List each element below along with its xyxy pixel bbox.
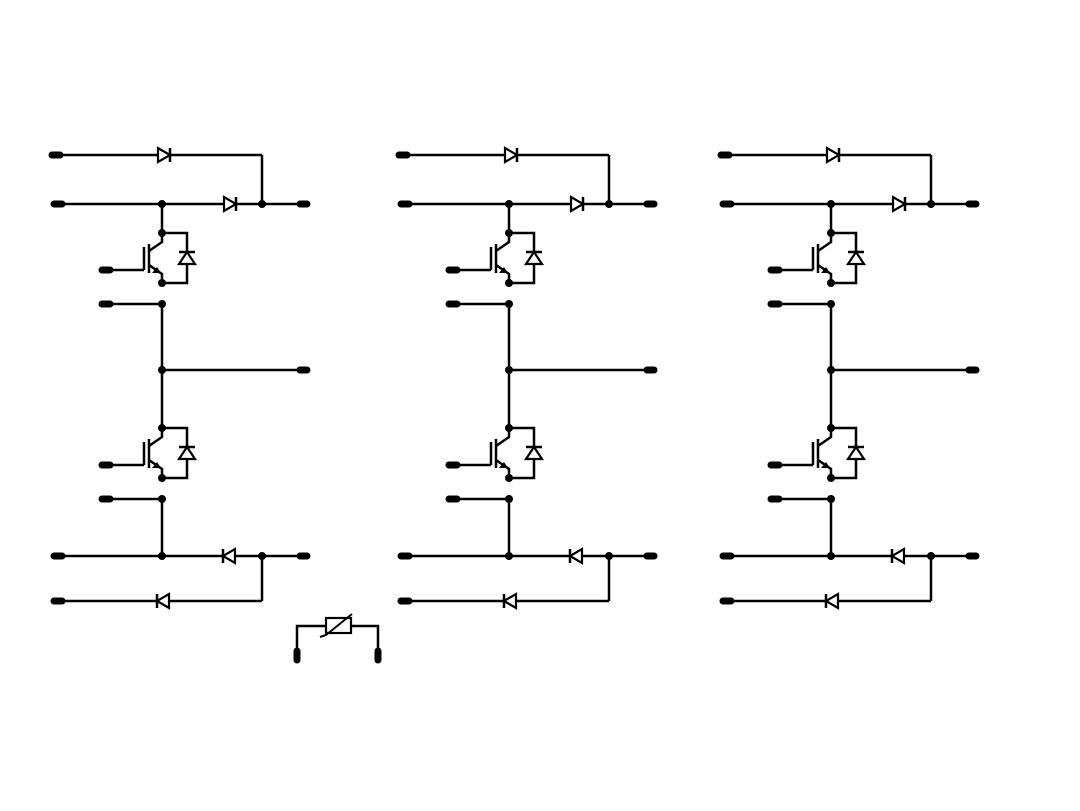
junction-dot: [505, 552, 513, 560]
collector-junction-dot: [158, 229, 166, 237]
collector-junction-dot: [827, 424, 835, 432]
igbt-emitter-arrow: [152, 462, 161, 468]
collector-junction-dot: [827, 229, 835, 237]
diode-triangle: [523, 445, 545, 461]
igbt-emitter-arrow: [821, 462, 830, 468]
diode-triangle: [825, 146, 842, 164]
diode-triangle: [176, 250, 198, 266]
igbt-emitter-arrow: [499, 462, 508, 468]
emitter-junction-dot: [505, 279, 513, 287]
upper-clamp-diode-2: [569, 195, 586, 213]
upper-clamp-diode-2: [891, 195, 908, 213]
emitter-junction-dot: [827, 474, 835, 482]
lower-igbt-with-diode: [445, 424, 545, 503]
diode-triangle: [889, 547, 906, 565]
upper-clamp-diode-1: [503, 146, 520, 164]
diode-triangle: [567, 547, 584, 565]
collector-junction-dot: [158, 424, 166, 432]
junction-dot: [158, 552, 166, 560]
lower-clamp-diode-2: [823, 592, 840, 610]
collector-junction-dot: [505, 424, 513, 432]
thermistor-lead-right: [351, 624, 380, 655]
diode-triangle: [222, 195, 239, 213]
diode-triangle: [220, 547, 237, 565]
thermistor-lead-left: [295, 624, 326, 655]
lower-igbt-with-diode: [98, 424, 198, 503]
lower-igbt-with-diode: [767, 424, 867, 503]
thermistor-slash: [319, 613, 353, 638]
phase-module-1: [48, 146, 311, 610]
antiparallel-diode-symbol: [523, 250, 545, 266]
junction-dot: [258, 200, 266, 208]
igbt-emitter-arrow: [821, 267, 830, 273]
upper-igbt-with-diode: [767, 229, 867, 308]
emitter-junction-dot: [158, 474, 166, 482]
upper-clamp-diode-2: [222, 195, 239, 213]
diode-triangle: [823, 592, 840, 610]
lower-clamp-diode-1: [220, 547, 237, 565]
diode-triangle: [156, 146, 173, 164]
diode-triangle: [501, 592, 518, 610]
diode-triangle: [523, 250, 545, 266]
diode-triangle: [569, 195, 586, 213]
phase-module-3: [717, 146, 980, 610]
igbt-emitter-arrow: [152, 267, 161, 273]
junction-dot: [605, 200, 613, 208]
phase-modules: [48, 146, 980, 610]
upper-clamp-diode-1: [825, 146, 842, 164]
ntc-thermistor: [293, 613, 382, 664]
antiparallel-diode-symbol: [523, 445, 545, 461]
lower-clamp-diode-1: [889, 547, 906, 565]
upper-igbt-with-diode: [98, 229, 198, 308]
emitter-junction-dot: [505, 474, 513, 482]
antiparallel-diode-symbol: [176, 445, 198, 461]
upper-clamp-diode-1: [156, 146, 173, 164]
upper-igbt-with-diode: [445, 229, 545, 308]
emitter-junction-dot: [158, 279, 166, 287]
igbt-emitter-arrow: [499, 267, 508, 273]
diode-triangle: [176, 445, 198, 461]
antiparallel-diode-symbol: [845, 445, 867, 461]
lower-clamp-diode-1: [567, 547, 584, 565]
junction-dot: [827, 552, 835, 560]
diode-triangle: [154, 592, 171, 610]
antiparallel-diode-symbol: [845, 250, 867, 266]
antiparallel-diode-symbol: [176, 250, 198, 266]
junction-dot: [927, 200, 935, 208]
diode-triangle: [845, 250, 867, 266]
collector-junction-dot: [505, 229, 513, 237]
lower-clamp-diode-2: [501, 592, 518, 610]
diode-triangle: [891, 195, 908, 213]
phase-module-2: [395, 146, 658, 610]
lower-clamp-diode-2: [154, 592, 171, 610]
emitter-junction-dot: [827, 279, 835, 287]
diode-triangle: [845, 445, 867, 461]
diode-triangle: [503, 146, 520, 164]
